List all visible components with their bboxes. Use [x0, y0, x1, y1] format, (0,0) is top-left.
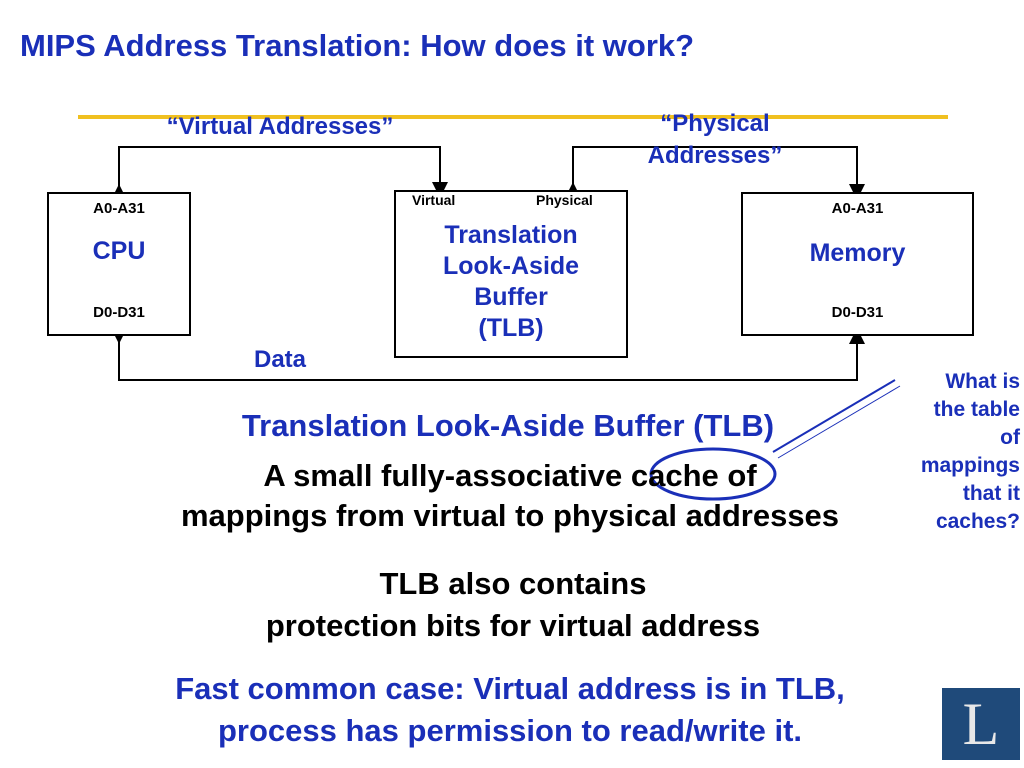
- tlb-virtual-port: Virtual: [412, 192, 456, 208]
- data-bus-wire: [111, 328, 865, 381]
- tlb-box: Virtual Physical Translation Look-Aside …: [394, 190, 628, 358]
- university-logo: L: [942, 688, 1020, 760]
- protection-text-line2: protection bits for virtual address: [265, 608, 761, 643]
- tlb-description-line1: A small fully-associative cache of: [60, 456, 960, 496]
- side-note-line1: What is: [945, 370, 1020, 393]
- cpu-label: CPU: [92, 237, 146, 265]
- title-underline: [78, 115, 948, 119]
- tlb-physical-port: Physical: [536, 192, 593, 208]
- side-note-line4: mappings: [920, 454, 1020, 477]
- protection-text: TLB also contains protection bits for vi…: [100, 563, 926, 647]
- tlb-label-line4: (TLB): [478, 314, 544, 342]
- slide-title: MIPS Address Translation: How does it wo…: [20, 28, 695, 63]
- cache-word: cache: [630, 458, 719, 493]
- side-note-line6: caches?: [935, 510, 1020, 533]
- cache-highlight-ellipse: [649, 447, 777, 501]
- cpu-box: A0-A31 CPU D0-D31: [47, 192, 191, 336]
- virtual-addresses-label: “Virtual Addresses”: [166, 113, 394, 140]
- fast-case-text: Fast common case: Virtual address is in …: [60, 668, 960, 752]
- tlb-label-line1: Translation: [444, 221, 578, 249]
- physical-addresses-label-line2: Addresses”: [647, 142, 783, 169]
- virtual-address-wire: [111, 146, 448, 200]
- tlb-heading: Translation Look-Aside Buffer (TLB): [241, 408, 775, 443]
- side-note-pointer-line-2: [777, 385, 901, 459]
- cpu-address-pins: A0-A31: [93, 200, 145, 217]
- side-note-pointer-line: [772, 379, 896, 453]
- side-note: What is the table of mappings that it ca…: [870, 368, 1020, 536]
- memory-label: Memory: [809, 239, 906, 267]
- side-note-line3: of: [1000, 426, 1020, 449]
- protection-text-line1: TLB also contains: [379, 566, 647, 601]
- tlb-description-line2: mappings from virtual to physical addres…: [180, 498, 840, 533]
- tlb-label-line3: Buffer: [474, 283, 548, 311]
- fast-case-line1: Fast common case: Virtual address is in …: [175, 671, 845, 706]
- tlb-description-pre: A small fully-associative: [263, 458, 631, 493]
- side-note-line2: the table: [933, 398, 1020, 421]
- side-note-line5: that it: [962, 482, 1020, 505]
- tlb-label: Translation Look-Aside Buffer (TLB): [396, 220, 626, 344]
- tlb-description-post: of: [718, 458, 757, 493]
- memory-address-pins: A0-A31: [831, 200, 884, 217]
- memory-box: A0-A31 Memory D0-D31: [741, 192, 974, 336]
- memory-data-pins: D0-D31: [831, 304, 884, 321]
- fast-case-line2: process has permission to read/write it.: [217, 713, 803, 748]
- data-bus-label: Data: [253, 346, 307, 373]
- physical-addresses-label: “Physical Addresses”: [610, 108, 820, 172]
- cpu-data-pins: D0-D31: [93, 304, 145, 321]
- tlb-description: A small fully-associative cache of mappi…: [60, 456, 960, 536]
- physical-address-wire: [565, 146, 865, 200]
- logo-letter: L: [962, 691, 1000, 757]
- tlb-label-line2: Look-Aside: [442, 252, 580, 280]
- physical-addresses-label-line1: “Physical: [660, 110, 770, 137]
